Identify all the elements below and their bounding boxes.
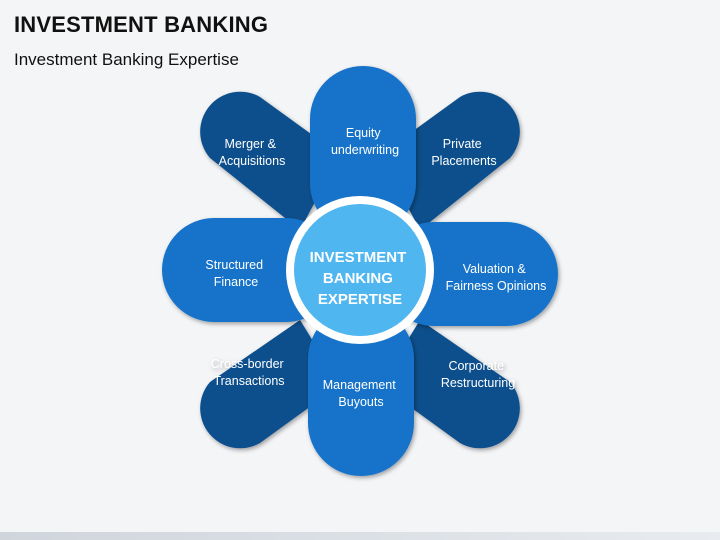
petal-shape [380, 91, 520, 230]
petal-private-placements: Private Placements [380, 91, 520, 230]
petal-merger-acquisitions: Merger & Acquisitions [200, 91, 340, 230]
petal-label: Structured Finance [205, 258, 266, 289]
petal-management-buyouts: Management Buyouts [308, 306, 414, 476]
center-label: INVESTMENT BANKING EXPERTISE [310, 249, 411, 308]
petal-equity-underwriting: Equity underwriting [310, 66, 416, 236]
petal-corporate-restructuring: Corporate Restructuring [380, 320, 520, 449]
center-circle-fill [294, 204, 426, 336]
petal-label: Corporate Restructuring [441, 359, 515, 390]
petal-shape [380, 320, 520, 449]
petal-label: Private Placements [431, 137, 496, 168]
petal-label: Merger & Acquisitions [219, 137, 286, 168]
petal-label: Management Buyouts [323, 378, 399, 409]
page-subtitle: Investment Banking Expertise [14, 50, 239, 69]
center-hub: INVESTMENT BANKING EXPERTISE [286, 196, 434, 344]
petal-shape [200, 91, 340, 230]
petal-cross-border-transactions: Cross-border Transactions [200, 320, 340, 449]
petal-label: Valuation & Fairness Opinions [446, 262, 547, 293]
petal-shape [200, 320, 340, 449]
petal-label: Cross-border Transactions [211, 357, 287, 388]
petal-shape [310, 66, 416, 236]
petal-shape [308, 306, 414, 476]
page-title: INVESTMENT BANKING [14, 12, 269, 37]
petal-label: Equity underwriting [331, 126, 399, 157]
bottom-decorative-bar [0, 532, 720, 540]
